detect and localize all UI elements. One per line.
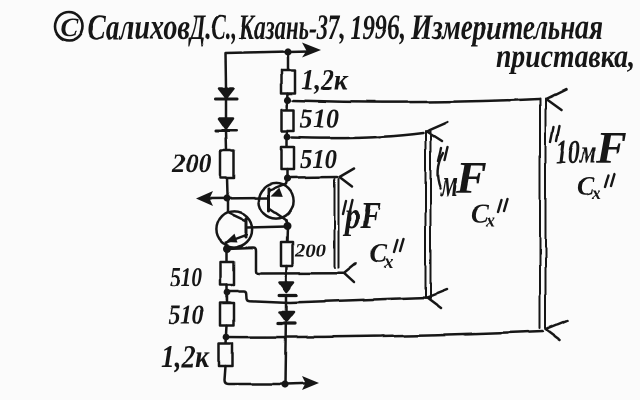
- svg-text:F: F: [455, 152, 487, 203]
- svg-text:x: x: [591, 183, 601, 203]
- svg-text:1,2к: 1,2к: [161, 338, 210, 374]
- svg-text:Измерительная: Измерительная: [410, 7, 603, 47]
- svg-text:x: x: [485, 210, 495, 230]
- svg-text:Д.С.,: Д.С.,: [188, 7, 237, 47]
- svg-text:C: C: [577, 172, 595, 201]
- svg-text:м: м: [440, 163, 458, 205]
- svg-text:510: 510: [170, 262, 202, 292]
- svg-text:200: 200: [171, 148, 212, 178]
- svg-text:F: F: [595, 122, 627, 173]
- svg-text:1996,: 1996,: [350, 7, 406, 47]
- svg-text:510: 510: [168, 300, 204, 330]
- svg-text:10м: 10м: [556, 134, 596, 171]
- svg-text:510: 510: [300, 104, 339, 134]
- svg-text:pF: pF: [343, 195, 381, 237]
- svg-text:приставка,: приставка,: [496, 39, 635, 75]
- svg-text:200: 200: [294, 240, 326, 262]
- svg-text:C: C: [61, 13, 79, 42]
- svg-text:1,2к: 1,2к: [301, 64, 349, 97]
- svg-text:Салихов: Салихов: [87, 7, 190, 47]
- svg-text:C: C: [369, 238, 388, 268]
- svg-text:510: 510: [300, 144, 337, 174]
- svg-text:C: C: [471, 199, 489, 228]
- svg-text:x: x: [383, 252, 394, 273]
- svg-text:Казань-37,: Казань-37,: [238, 7, 345, 47]
